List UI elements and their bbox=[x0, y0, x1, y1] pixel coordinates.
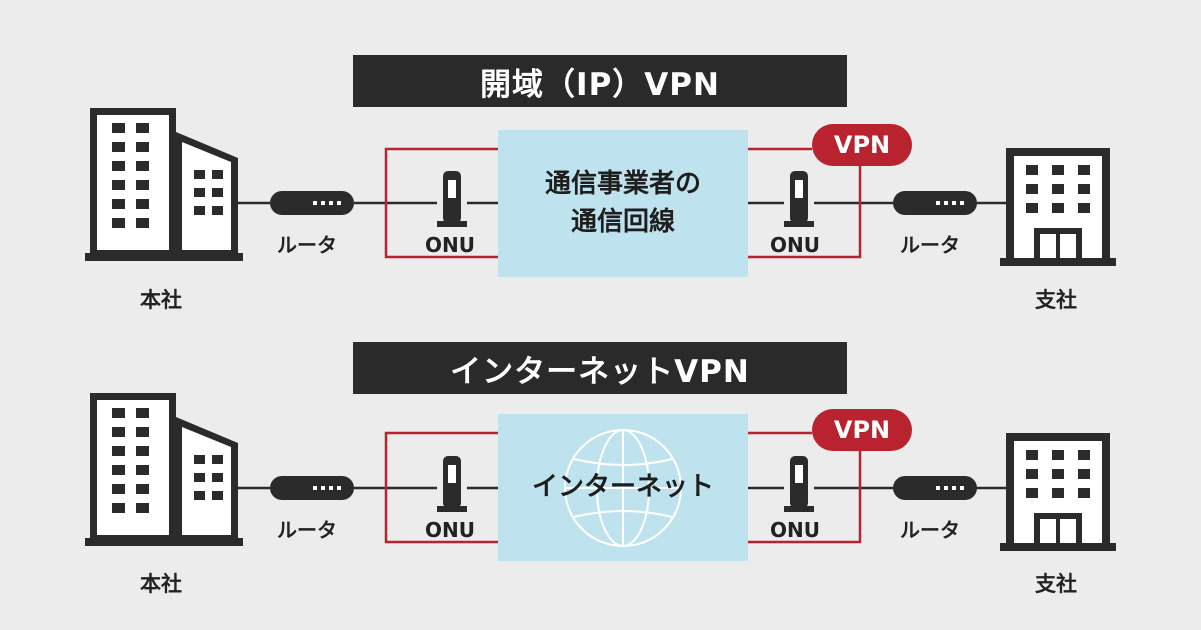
onu-icon-bottom-right bbox=[784, 456, 814, 512]
headquarters-label-bottom: 本社 bbox=[140, 572, 182, 596]
router-icon-top-left bbox=[270, 191, 354, 215]
onu-label-top-right: ONU bbox=[770, 233, 820, 257]
router-label-bottom-right: ルータ bbox=[900, 518, 960, 542]
router-label-top-left: ルータ bbox=[277, 233, 337, 257]
headquarters-label-top: 本社 bbox=[140, 288, 182, 312]
onu-icon-top-left bbox=[437, 171, 467, 227]
carrier-network-label-line1: 通信事業者の bbox=[544, 168, 701, 199]
internet-box: インターネット bbox=[498, 414, 748, 561]
router-label-top-right: ルータ bbox=[900, 233, 960, 257]
router-icon-bottom-right bbox=[893, 476, 977, 500]
internet-label: インターネット bbox=[531, 471, 714, 502]
branch-label-bottom: 支社 bbox=[1035, 572, 1077, 596]
top-vpn-tunnel bbox=[384, 147, 862, 259]
vpn-badge-top: VPN bbox=[812, 124, 912, 166]
branch-building-icon-bottom bbox=[1000, 433, 1116, 551]
branch-label-top: 支社 bbox=[1035, 288, 1077, 312]
top-title-bar: 開域（IP）VPN bbox=[353, 55, 847, 107]
onu-icon-top-right bbox=[784, 171, 814, 227]
router-icon-bottom-left bbox=[270, 476, 354, 500]
onu-label-top-left: ONU bbox=[425, 233, 475, 257]
carrier-network-label-line2: 通信回線 bbox=[570, 206, 675, 237]
onu-label-bottom-left: ONU bbox=[425, 518, 475, 542]
branch-building-icon-top bbox=[1000, 148, 1116, 266]
bottom-vpn-tunnel bbox=[384, 431, 862, 544]
router-label-bottom-left: ルータ bbox=[277, 518, 337, 542]
onu-icon-bottom-left bbox=[437, 456, 467, 512]
globe-icon bbox=[564, 428, 682, 547]
carrier-network-box: 通信事業者の 通信回線 bbox=[498, 130, 748, 277]
bottom-title-bar: インターネットVPN bbox=[353, 342, 847, 394]
headquarters-building-icon-top bbox=[85, 108, 243, 261]
router-icon-top-right bbox=[893, 191, 977, 215]
vpn-badge-bottom: VPN bbox=[812, 409, 912, 451]
headquarters-building-icon-bottom bbox=[85, 393, 243, 546]
onu-label-bottom-right: ONU bbox=[770, 518, 820, 542]
